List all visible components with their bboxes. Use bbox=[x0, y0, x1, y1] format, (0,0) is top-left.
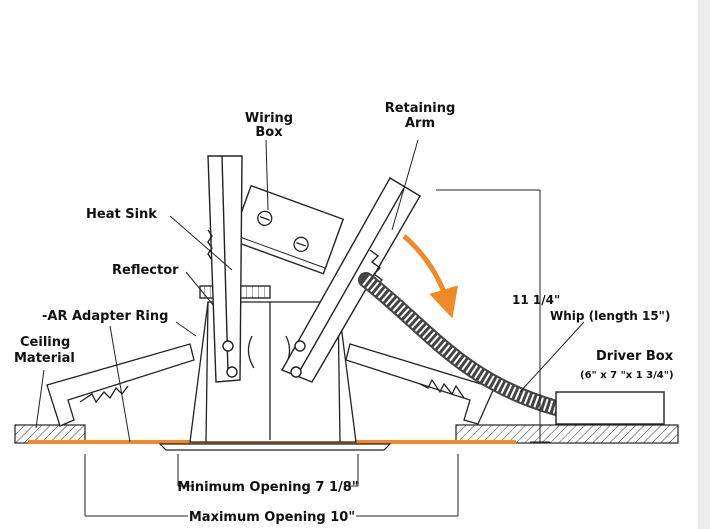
wiring-box-label-line2: Box bbox=[255, 125, 283, 140]
retaining-arm-label-line1: Retaining bbox=[385, 101, 456, 116]
left-retaining-arm bbox=[207, 155, 243, 383]
reflector-curve-left bbox=[247, 335, 255, 369]
height-dimension-line bbox=[436, 189, 550, 443]
retaining-arm-label-line2: Arm bbox=[405, 116, 435, 131]
leader-lines bbox=[35, 139, 585, 443]
driver-box-dims-label: (6" x 7 "x 1 3/4") bbox=[580, 370, 674, 381]
ceiling-material-label-line1: Ceiling bbox=[20, 335, 70, 350]
right-spring-bracket bbox=[345, 343, 495, 425]
wiring-box-label-line1: Wiring bbox=[245, 111, 293, 126]
driver-box bbox=[555, 391, 665, 425]
ar-adapter-ring-label: -AR Adapter Ring bbox=[42, 309, 168, 324]
driver-box-label: Driver Box bbox=[596, 349, 674, 364]
minimum-opening-label: Minimum Opening 7 1/8" bbox=[177, 480, 358, 495]
height-dimension-label: 11 1/4" bbox=[512, 293, 560, 307]
wiring-box bbox=[230, 184, 345, 275]
tilted-retaining-arm bbox=[280, 177, 421, 383]
ceiling-material-label-line2: Material bbox=[14, 351, 75, 366]
ceiling-slab-right bbox=[455, 424, 679, 444]
opening-dimension-lines bbox=[84, 454, 459, 517]
whip-conduit-inner bbox=[362, 275, 558, 414]
heat-sink-label: Heat Sink bbox=[86, 207, 157, 222]
whip-label: Whip (length 15") bbox=[550, 309, 670, 323]
left-spring-bracket bbox=[46, 343, 195, 427]
reflector-label: Reflector bbox=[112, 263, 179, 278]
rotation-arrow bbox=[402, 234, 459, 319]
maximum-opening-label: Maximum Opening 10" bbox=[189, 510, 355, 525]
trim-flange bbox=[158, 443, 392, 451]
